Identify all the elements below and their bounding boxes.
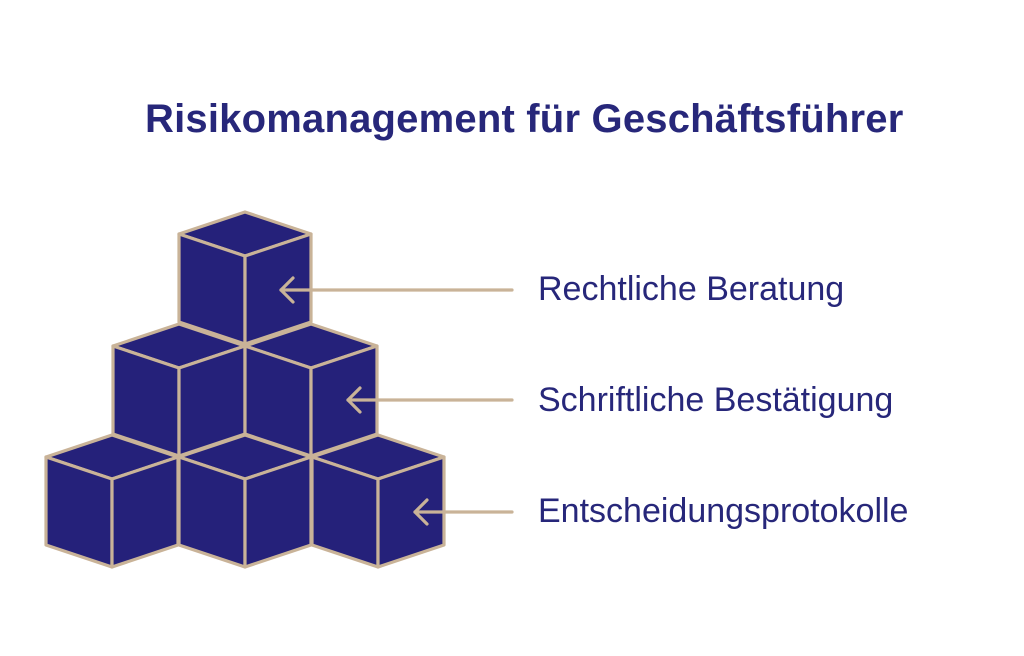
diagram-title: Risikomanagement für Geschäftsführer bbox=[145, 97, 904, 141]
cube-right-face bbox=[243, 232, 313, 346]
cube-right-face bbox=[376, 455, 446, 569]
arrow-entscheidungsprotokolle bbox=[413, 498, 514, 526]
label-entscheidungsprotokolle: Entscheidungsprotokolle bbox=[538, 492, 909, 530]
label-schriftliche-bestaetigung: Schriftliche Bestätigung bbox=[538, 381, 894, 419]
cube-bottom-left bbox=[44, 433, 180, 569]
arrow-schriftliche-bestaetigung bbox=[346, 386, 514, 414]
cube-bottom-right bbox=[310, 433, 446, 569]
cube-middle-right bbox=[243, 322, 379, 458]
label-rechtliche-beratung: Rechtliche Beratung bbox=[538, 270, 845, 308]
arrow-rechtliche-beratung bbox=[279, 276, 514, 304]
cube-bottom-center bbox=[177, 433, 313, 569]
cube-top bbox=[177, 210, 313, 346]
cube-middle-left bbox=[111, 322, 247, 458]
